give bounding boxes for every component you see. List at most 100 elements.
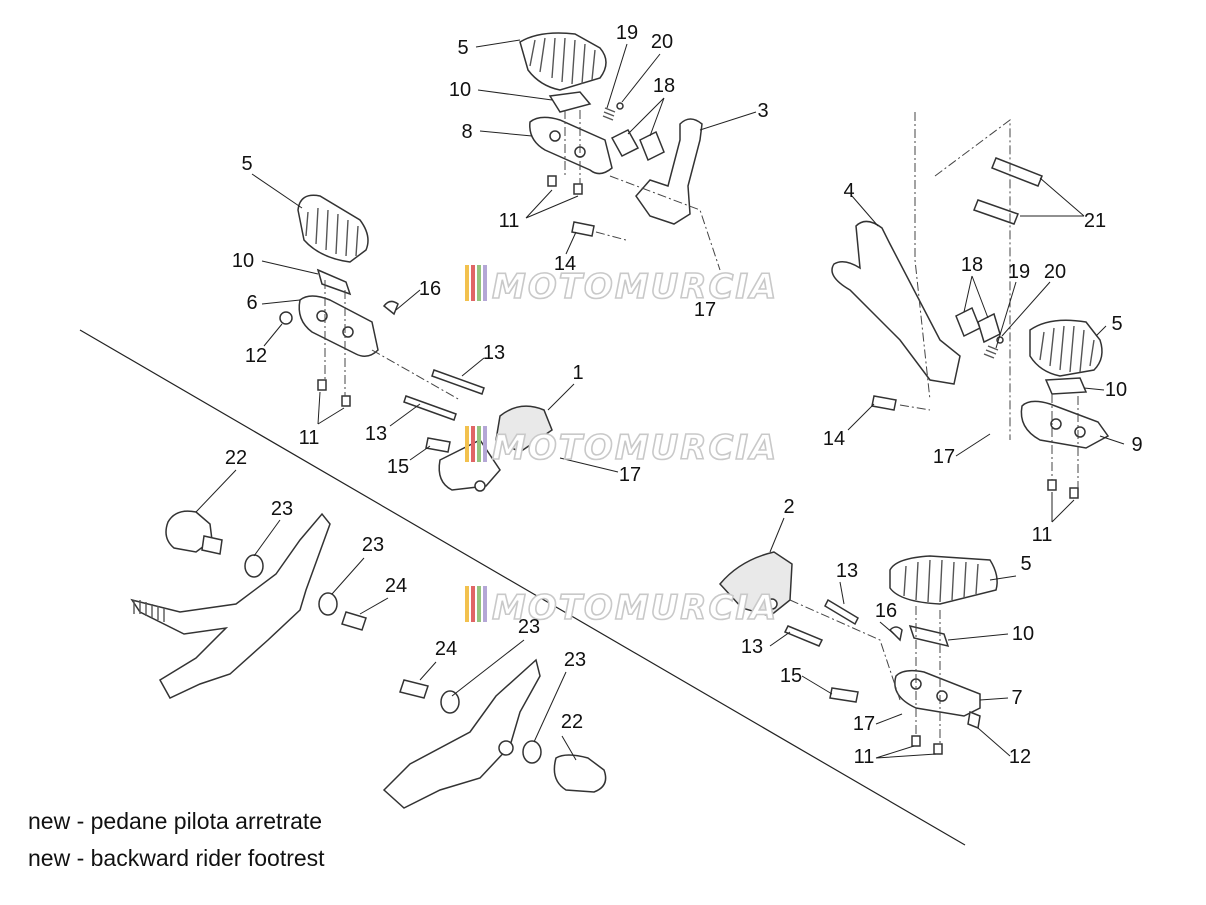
part-label-lbl-4: 4 <box>843 180 854 202</box>
bolt-11-a <box>547 175 557 187</box>
new-footrest-plate-right <box>382 658 541 809</box>
footrest-clip <box>908 624 950 648</box>
footrest-bracket-6 <box>298 295 379 357</box>
part-label-lbl-11-lower: 11 <box>854 746 875 768</box>
bolt-11-d <box>341 395 351 407</box>
wm-stripe <box>477 265 481 301</box>
part-label-lbl-14-right: 14 <box>823 428 845 450</box>
part-label-lbl-3: 3 <box>757 100 768 122</box>
plate-18-a <box>610 129 640 157</box>
part-label-lbl-18-top: 18 <box>653 75 675 97</box>
bolt-24-b <box>399 679 429 699</box>
part-label-lbl-14-top: 14 <box>554 253 576 275</box>
part-label-lbl-18-right: 18 <box>961 254 983 276</box>
part-label-lbl-11-right: 11 <box>1032 524 1053 546</box>
footrest-bracket-9 <box>1020 400 1110 449</box>
footrest-rubber-pad <box>297 194 369 263</box>
part-label-lbl-15-left: 15 <box>387 456 409 478</box>
watermark-middle: MOTOMURCIA <box>465 426 777 469</box>
footrest-rubber-pad <box>1029 319 1103 377</box>
part-label-lbl-10-top: 10 <box>449 79 471 101</box>
part-label-lbl-23-d: 23 <box>564 649 586 671</box>
part-label-lbl-20-top: 20 <box>651 31 673 53</box>
part-label-lbl-24-a: 24 <box>385 575 407 597</box>
part-label-lbl-5-lower: 5 <box>1020 553 1031 575</box>
part-label-lbl-12-lower: 12 <box>1009 746 1031 768</box>
nut-12 <box>279 311 293 325</box>
bolt-11-b <box>573 183 583 195</box>
footrest-clip <box>548 91 592 113</box>
part-label-lbl-5-left: 5 <box>241 153 252 175</box>
part-label-lbl-5-right: 5 <box>1111 313 1122 335</box>
part-label-lbl-2: 2 <box>783 496 794 518</box>
new-backward-left-assembly <box>130 510 367 699</box>
footrest-rubber-pad <box>519 32 607 91</box>
part-label-lbl-24-b: 24 <box>435 638 457 660</box>
plate-18-b <box>639 130 665 162</box>
part-label-lbl-20-right: 20 <box>1044 261 1066 283</box>
bolt-13-d <box>783 625 824 647</box>
part-label-lbl-12-left: 12 <box>245 345 267 367</box>
o-ring-23-a <box>244 554 264 578</box>
wm-stripe <box>465 265 469 301</box>
part-label-lbl-10-right: 10 <box>1105 379 1127 401</box>
part-label-lbl-11-top: 11 <box>499 210 520 232</box>
part-label-lbl-9: 9 <box>1131 434 1142 456</box>
pin-15-lower <box>829 687 859 703</box>
left-footrest-assembly <box>279 194 461 407</box>
watermark-bottom: MOTOMURCIA <box>465 586 777 629</box>
o-ring-23-c <box>440 690 460 714</box>
part-label-lbl-13-d: 13 <box>741 636 763 658</box>
part-label-lbl-6: 6 <box>246 292 257 314</box>
wm-stripe <box>465 586 469 622</box>
wm-stripe <box>471 586 475 622</box>
brake-lever-4 <box>831 220 961 385</box>
part-label-lbl-16-lower: 16 <box>875 600 897 622</box>
footrest-rubber-pad <box>889 555 998 605</box>
plate-18-c <box>955 306 981 338</box>
bolt-21-b <box>973 199 1019 225</box>
bolt-13-c <box>824 598 859 626</box>
part-label-lbl-22-top: 22 <box>225 447 247 469</box>
center-bracket-2 <box>719 551 859 647</box>
caption-italian: new - pedane pilota arretrate <box>28 808 323 834</box>
bolt-13-a <box>431 369 485 395</box>
wm-stripe <box>465 426 469 462</box>
nut-12-lower <box>967 710 981 730</box>
wm-stripe <box>471 265 475 301</box>
ball-20 <box>616 102 624 110</box>
part-label-lbl-13-c: 13 <box>836 560 858 582</box>
part-label-lbl-1: 1 <box>572 362 583 384</box>
wm-stripe <box>483 586 487 622</box>
right-footrest-assembly <box>831 112 1110 499</box>
footrest-bracket-8 <box>529 116 613 175</box>
knob-22-lower <box>553 754 607 793</box>
part-label-lbl-17-right: 17 <box>933 446 955 468</box>
part-label-lbl-10-lower: 10 <box>1012 623 1034 645</box>
part-label-lbl-19-top: 19 <box>616 22 638 44</box>
bolt-11-h <box>933 743 943 755</box>
new-footrest-plate-left <box>130 512 331 699</box>
part-label-lbl-23-a: 23 <box>271 498 293 520</box>
bolt-11-g <box>911 735 921 747</box>
spring-19 <box>602 107 616 121</box>
wm-stripe <box>471 426 475 462</box>
part-label-lbl-16-left: 16 <box>419 278 441 300</box>
footrest-clip <box>1044 377 1088 395</box>
o-ring-23-b <box>318 592 338 616</box>
pin-14-right <box>871 395 897 411</box>
part-label-lbl-21: 21 <box>1084 210 1106 232</box>
pin-14-top <box>571 221 595 237</box>
watermark-top: MOTOMURCIA <box>465 265 777 308</box>
footrest-clip <box>316 268 352 296</box>
bolt-13-b <box>403 395 457 421</box>
wm-stripe <box>483 426 487 462</box>
part-label-lbl-10-left: 10 <box>232 250 254 272</box>
clip-16-lower <box>888 626 903 642</box>
leader-lines <box>195 39 1125 761</box>
part-label-lbl-13-b: 13 <box>365 423 387 445</box>
part-label-lbl-23-b: 23 <box>362 534 384 556</box>
bolt-24-a <box>341 611 367 631</box>
